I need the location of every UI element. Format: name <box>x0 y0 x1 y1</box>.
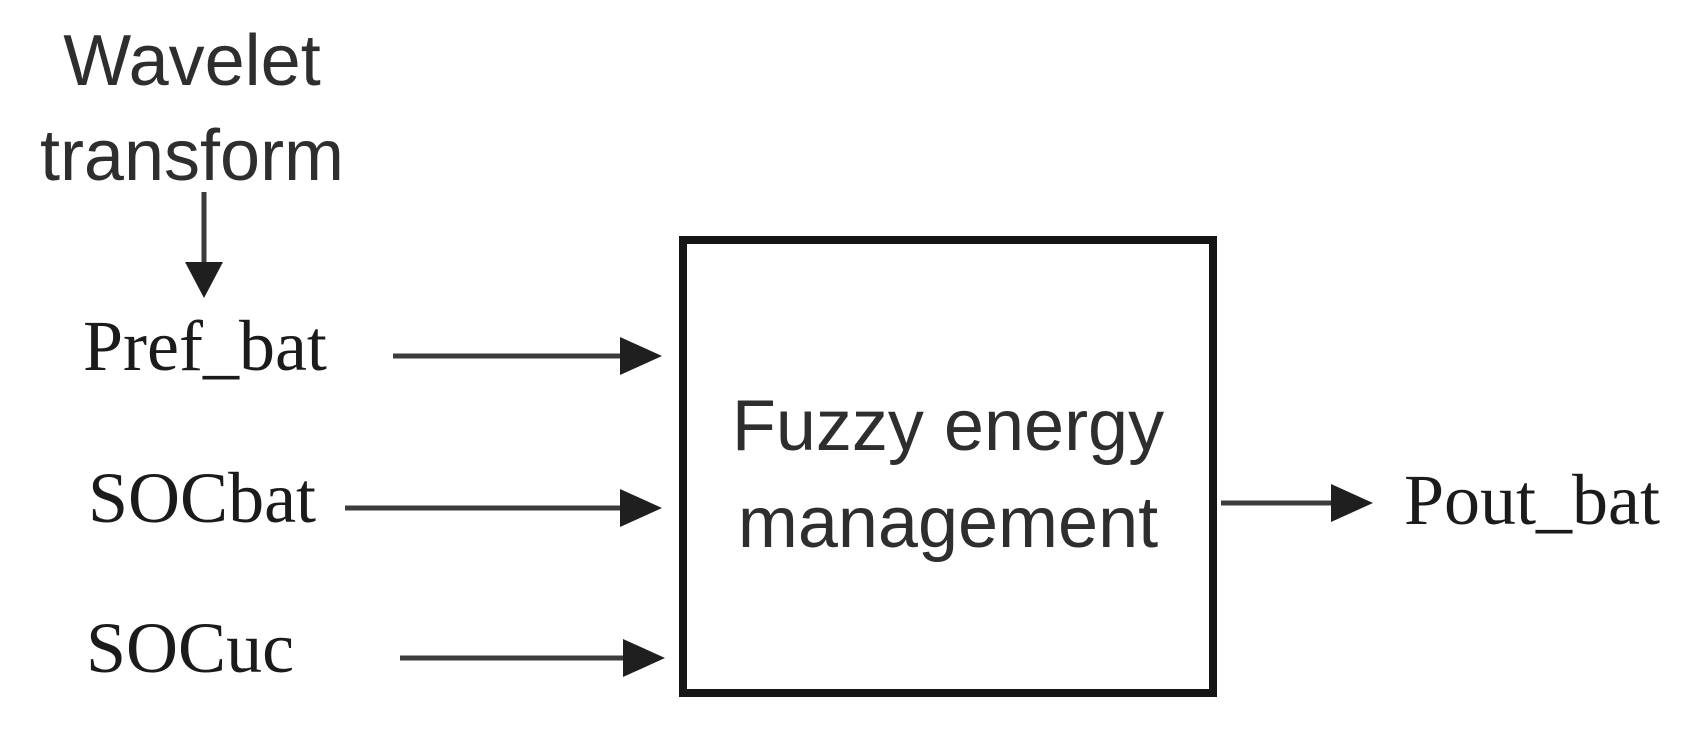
arrow-wavelet-to-prefbat <box>185 192 223 298</box>
fuzzy-energy-management-block: Fuzzy energy management <box>679 236 1217 697</box>
arrow-socbat-to-block <box>345 489 662 527</box>
arrow-socuc-to-block <box>400 639 665 677</box>
wavelet-transform-label: Wavelet transform <box>39 21 345 196</box>
input-label-soc-uc: SOCuc <box>86 608 295 688</box>
arrow-block-to-poutbat <box>1221 484 1373 522</box>
input-label-soc-bat: SOCbat <box>88 458 317 538</box>
input-label-pref-bat: Pref_bat <box>83 306 327 386</box>
output-label-pout-bat: Pout_bat <box>1404 460 1661 540</box>
fuzzy-energy-management-label: Fuzzy energy management <box>731 385 1165 563</box>
arrow-prefbat-to-block <box>393 337 662 375</box>
